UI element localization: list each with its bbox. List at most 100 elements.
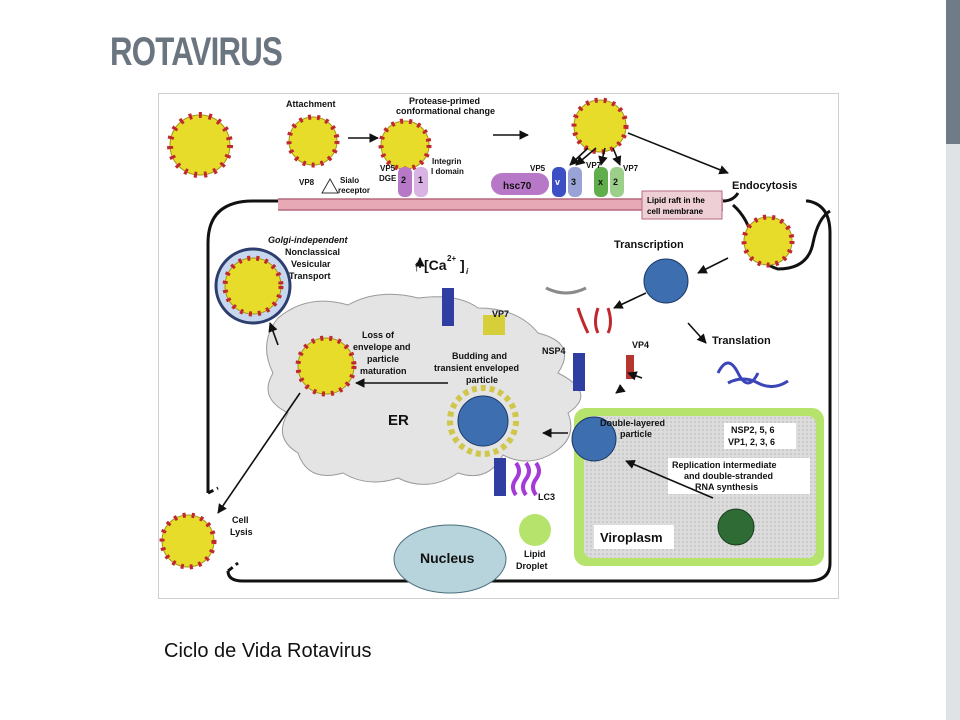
label-lipid-droplet-1: Lipid <box>524 549 546 559</box>
replication-box <box>668 458 810 494</box>
label-sialo-2: receptor <box>338 186 370 195</box>
label-integrin-2: I domain <box>431 167 464 176</box>
slide-title: ROTAVIRUS <box>110 30 283 74</box>
label-lc3: LC3 <box>538 492 555 502</box>
integrin-2a <box>398 167 412 197</box>
mrna-strand-1 <box>545 286 587 295</box>
label-loss-2: envelope and <box>353 342 411 352</box>
label-hsc70: hsc70 <box>503 181 532 192</box>
label-nsp-1: NSP2, 5, 6 <box>731 425 775 435</box>
label-calcium-sub: i <box>466 267 469 276</box>
slide-accent-bar <box>946 0 960 720</box>
cell-outline <box>206 192 832 583</box>
virion-endocytosis <box>741 214 795 268</box>
integrin-x <box>594 167 608 197</box>
label-protease-1: Protease-primed <box>409 96 480 106</box>
flow-arrows <box>217 130 729 514</box>
label-num-2a: 2 <box>401 175 406 185</box>
lipid-raft-label-2: cell membrane <box>647 207 704 216</box>
virion-free <box>167 112 233 178</box>
label-calcium-sup: 2+ <box>447 254 456 263</box>
label-x: x <box>598 177 603 187</box>
lipid-raft-label-1: Lipid raft in the <box>647 196 705 205</box>
label-transcription: Transcription <box>614 239 684 251</box>
label-vp7-a: VP7 <box>586 161 602 170</box>
cell-outline-lower <box>226 570 244 583</box>
label-vp7-b: VP7 <box>623 164 639 173</box>
label-golgi-2: Nonclassical <box>285 247 340 257</box>
label-lipid-droplet-2: Droplet <box>516 561 548 571</box>
label-viroplasm: Viroplasm <box>600 530 663 545</box>
virion-entry <box>571 97 629 155</box>
mrna-translation <box>716 361 789 388</box>
label-num-3: 3 <box>571 177 576 187</box>
nsp4-protein <box>442 288 454 326</box>
label-integrin-1: Integrin <box>432 157 461 166</box>
label-golgi-3: Vesicular <box>291 259 331 269</box>
cell-lysis-break-bottom <box>227 561 239 573</box>
virion-protease <box>378 118 432 172</box>
vp7-protein <box>483 315 505 335</box>
label-golgi-1: Golgi-independent <box>268 235 348 245</box>
cell-membrane <box>278 199 723 210</box>
virion-golgi <box>222 255 284 317</box>
mrna-strand-2 <box>576 307 612 334</box>
label-loss-1: Loss of <box>362 330 395 340</box>
label-vp5-b: VP5 <box>530 164 546 173</box>
replication-intermediate <box>717 508 755 546</box>
nsp4-protein-2 <box>573 353 585 391</box>
label-cell-lysis-2: Lysis <box>230 527 253 537</box>
label-golgi-4: Transport <box>289 271 331 281</box>
lc3-protein <box>511 461 541 497</box>
slide-accent-bar-dark <box>946 0 960 144</box>
virion-mature <box>295 335 357 397</box>
figure-caption: Ciclo de Vida Rotavirus <box>164 640 372 662</box>
enveloped-particle <box>447 385 519 457</box>
label-nsp4: NSP4 <box>542 346 566 356</box>
label-protease-2: conformational change <box>396 106 495 116</box>
integrin-3 <box>568 167 582 197</box>
label-calcium-close: ] <box>460 257 465 273</box>
label-loss-3: particle <box>367 354 399 364</box>
dlp-viroplasm <box>571 416 617 462</box>
label-replication-1: Replication intermediate <box>672 460 777 470</box>
label-budding-1: Budding and <box>452 351 507 361</box>
rotavirus-lifecycle-figure: Lipid raft in the cell membrane <box>158 93 839 599</box>
nsp4-protein-3 <box>494 458 506 496</box>
label-budding-3: particle <box>466 375 498 385</box>
label-vp4: VP4 <box>632 340 649 350</box>
label-replication-2: and double-stranded <box>684 471 773 481</box>
lipid-raft-box <box>641 190 723 220</box>
label-v: v <box>555 177 560 187</box>
label-replication-3: RNA synthesis <box>695 482 758 492</box>
label-calcium: [Ca <box>424 257 447 273</box>
vp4-protein <box>626 355 634 379</box>
hsc70-protein <box>491 173 549 195</box>
label-vp5-dge-1: VP5 <box>380 164 396 173</box>
label-nucleus: Nucleus <box>420 550 475 566</box>
label-dlp-2: particle <box>620 429 652 439</box>
dlp-transcription <box>643 258 689 304</box>
virion-attachment <box>286 114 340 168</box>
label-vp7-c: VP7 <box>492 309 509 319</box>
integrin-v <box>552 167 566 197</box>
nsp-box <box>724 423 796 449</box>
sialo-receptor-icon <box>321 177 339 194</box>
calcium-up-arrow: ↑ <box>413 258 421 275</box>
label-dlp-1: Double-layered <box>600 418 665 428</box>
label-translation: Translation <box>712 335 771 347</box>
label-vp8: VP8 <box>299 178 315 187</box>
viroplasm-label-box <box>594 525 674 549</box>
label-attachment: Attachment <box>286 99 336 109</box>
label-nsp-2: VP1, 2, 3, 6 <box>728 437 775 447</box>
label-endocytosis: Endocytosis <box>732 180 797 192</box>
label-num-1: 1 <box>418 175 423 185</box>
label-er: ER <box>388 412 409 429</box>
label-num-2b: 2 <box>613 177 618 187</box>
label-cell-lysis-1: Cell <box>232 515 249 525</box>
cell-lysis-break-top <box>207 486 219 495</box>
nucleus <box>393 524 507 594</box>
label-sialo-1: Sialo <box>340 176 359 185</box>
integrin-2b <box>610 167 624 197</box>
label-loss-4: maturation <box>360 366 407 376</box>
